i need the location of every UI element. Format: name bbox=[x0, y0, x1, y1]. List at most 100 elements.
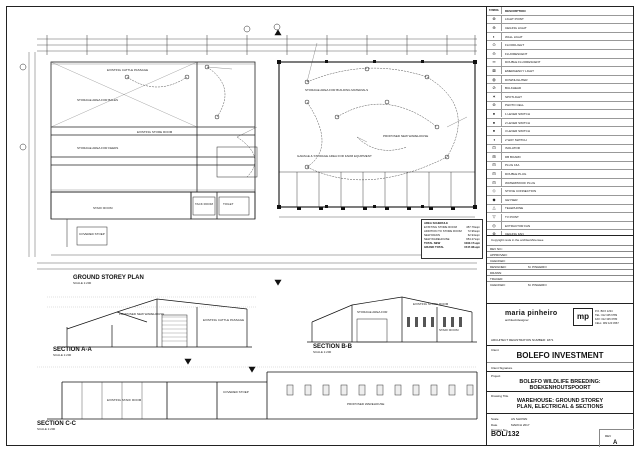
date-label: Date bbox=[491, 423, 498, 427]
section-cc-title: SECTION C-C bbox=[37, 421, 76, 427]
legend-symbol-icon: ⊟ bbox=[487, 179, 502, 187]
revision-key: APPROVED: bbox=[490, 252, 508, 257]
drawing-number: BOL/132 bbox=[491, 431, 520, 438]
firm-name: maria pinheiro bbox=[505, 310, 558, 317]
area-grand-label: GRAND TOTAL bbox=[424, 245, 445, 249]
firm-contact-line: P.O. BOX 1234 bbox=[595, 310, 613, 313]
revision-row: REV NO.: bbox=[487, 245, 633, 251]
legend-header-symbol: SYMBOL bbox=[487, 7, 502, 15]
legend-symbol-icon: ⊙ bbox=[487, 41, 502, 49]
legend-symbol-icon: ▽ bbox=[487, 213, 502, 221]
room-label: TACK ROOM bbox=[195, 202, 213, 206]
revision-row: CHECKED: bbox=[487, 257, 633, 263]
legend-row: ⊚PHOTO CELL bbox=[487, 101, 633, 111]
area-row-label: ADDITION TO STORE ROOM bbox=[424, 229, 462, 233]
legend-description: 1 LEVER SWITCH bbox=[505, 111, 531, 116]
revision-key: REV NO.: bbox=[490, 246, 504, 251]
legend-symbol-icon: ═ bbox=[487, 58, 502, 66]
legend-symbol-icon: ⊗ bbox=[487, 15, 502, 23]
firm-contact: P.O. BOX 1234 TEL: 012 345 6789 FAX: 012… bbox=[595, 310, 619, 326]
legend-row: ▽TV POINT bbox=[487, 213, 633, 222]
legend-symbol-icon: ⊗ bbox=[487, 230, 502, 235]
area-grand-value: 1547.96sqm bbox=[464, 245, 480, 249]
scale-label: Scale bbox=[491, 417, 499, 421]
legend-description: ISOLATOR bbox=[505, 146, 520, 151]
client-label: Client bbox=[491, 348, 499, 352]
area-total-label: TOTAL NEW bbox=[424, 241, 441, 245]
drawing-title-label: Drawing Title bbox=[491, 394, 509, 398]
legend-symbol-icon: ⊖ bbox=[487, 50, 502, 58]
legend-row: ═DOUBLE FLUORESCENT bbox=[487, 58, 633, 68]
date-value: MARCH 2017 bbox=[511, 423, 530, 427]
revision-key: CHECKED: bbox=[490, 282, 506, 287]
legend-row: ✶SPOTLIGHT bbox=[487, 93, 633, 102]
revision-label: REV bbox=[605, 434, 612, 438]
project-label: Project bbox=[491, 374, 501, 378]
legend-symbol-icon: ◐ bbox=[487, 33, 502, 41]
legend-row: ⊞DB BOARD bbox=[487, 153, 633, 162]
legend-symbol-icon: ✶ bbox=[487, 93, 502, 101]
legend-row: ⊡ISOLATOR bbox=[487, 144, 633, 154]
section-label: EXISTING STORE ROOM bbox=[413, 302, 449, 306]
area-row-value: 457.79sqm bbox=[466, 225, 480, 229]
area-schedule-title: AREA SCHEDULE bbox=[424, 221, 448, 225]
firm-contact-line: TEL: 012 345 6789 bbox=[595, 314, 618, 317]
legend-description: PLUG 16A bbox=[505, 163, 520, 168]
room-label: TOILET bbox=[223, 202, 234, 206]
revision-value: M. PINHEIRO bbox=[528, 264, 547, 269]
legend-symbol-icon: ⊠ bbox=[487, 67, 502, 75]
revision-row: DRAWN: bbox=[487, 269, 633, 275]
legend-description: WALL LIGHT bbox=[505, 34, 523, 39]
section-aa-title: SECTION A-A bbox=[53, 347, 92, 353]
legend-row: ⊟WATERPROOF PLUG bbox=[487, 179, 633, 188]
legend-description: EXTRACTOR FAN bbox=[505, 223, 531, 228]
legend-description: TV POINT bbox=[505, 215, 519, 220]
title-block: SYMBOL DESCRIPTION ⊗LIGHT POINT⊕CEILING … bbox=[486, 7, 634, 447]
legend-symbol-icon: ◑ bbox=[487, 136, 502, 144]
drawing-title: WAREHOUSE: GROUND STOREY PLAN, ELECTRICA… bbox=[487, 398, 633, 410]
room-label: STORAGE AREA FOR BUILDING MATERIALS bbox=[305, 88, 369, 92]
legend-symbol-icon: △ bbox=[487, 204, 502, 212]
scale-row: Scale AS SHOWN bbox=[491, 417, 527, 421]
room-label: EXISTING STORE ROOM bbox=[137, 130, 173, 134]
drawing-meta: Scale AS SHOWN Date MARCH 2017 Drawing N… bbox=[487, 413, 634, 447]
drawing-title-line: PLAN, ELECTRICAL & SECTIONS bbox=[516, 404, 604, 410]
legend-row: ●1 LEVER SWITCH bbox=[487, 110, 633, 119]
drawing-title-panel: Drawing Title WAREHOUSE: GROUND STOREY P… bbox=[487, 391, 633, 414]
project-name-line: BOLEFO WILDLIFE BREEDING: bbox=[519, 379, 601, 385]
legend-row: ⊟PLUG 16A bbox=[487, 161, 633, 171]
room-label: EXISTING CATTLE PASSAGE bbox=[107, 68, 149, 72]
legend-row: ◑2 WAY SWITCH bbox=[487, 136, 633, 145]
room-label: PROPOSED NEW WAREHOUSE bbox=[383, 134, 429, 138]
revision-box bbox=[599, 429, 634, 447]
area-row-label: EXISTING STORE ROOM bbox=[424, 225, 457, 229]
legend-description: CEILING LIGHT bbox=[505, 25, 527, 30]
legend-description: GEYSER bbox=[505, 197, 518, 202]
revision-row: CHECKED: M. PINHEIRO bbox=[487, 281, 633, 287]
area-row-label: NEW DRAIN bbox=[424, 233, 441, 237]
electrical-legend: SYMBOL DESCRIPTION ⊗LIGHT POINT⊕CEILING … bbox=[487, 7, 633, 236]
revision-key: DESIGNED: bbox=[490, 264, 507, 269]
client-signature-panel: Client Signature bbox=[487, 362, 633, 372]
legend-description: DB BOARD bbox=[505, 154, 521, 159]
legend-row: ⊘BULKHEAD bbox=[487, 84, 633, 93]
legend-symbol-icon: ⊟ bbox=[487, 170, 502, 178]
room-label: GARAGE & STORAGE AREA FOR FARM EQUIPMENT bbox=[297, 154, 372, 158]
legend-description: LIGHT POINT bbox=[505, 17, 524, 22]
firm-contact-line: CELL: 082 123 4567 bbox=[595, 322, 619, 325]
section-label: EXISTING CATTLE PASSAGE bbox=[203, 318, 245, 322]
legend-row: △TELEPHONE bbox=[487, 204, 633, 214]
area-total-value: 1090.17sqm bbox=[464, 241, 480, 245]
legend-row: ⊗CEILING FAN bbox=[487, 230, 633, 235]
section-label: PROPOSED WAREHOUSE bbox=[347, 402, 385, 406]
section-label: COVERED STOEP bbox=[223, 390, 249, 394]
legend-header-description: DESCRIPTION bbox=[505, 8, 526, 13]
legend-row: ◐WALL LIGHT bbox=[487, 33, 633, 42]
legend-description: 2 LEVER SWITCH bbox=[505, 120, 531, 125]
drawing-title-line: WAREHOUSE: GROUND STOREY bbox=[516, 398, 604, 404]
revision-table: REV NO.:APPROVED:CHECKED:DESIGNED:M. PIN… bbox=[487, 245, 633, 287]
client-signature-label: Client Signature bbox=[491, 366, 513, 370]
revision-value: M. PINHEIRO bbox=[528, 282, 547, 287]
firm-panel: maria pinheiro architect/designer mp P.O… bbox=[487, 303, 633, 346]
legend-description: DOUBLE PLUG bbox=[505, 172, 527, 177]
